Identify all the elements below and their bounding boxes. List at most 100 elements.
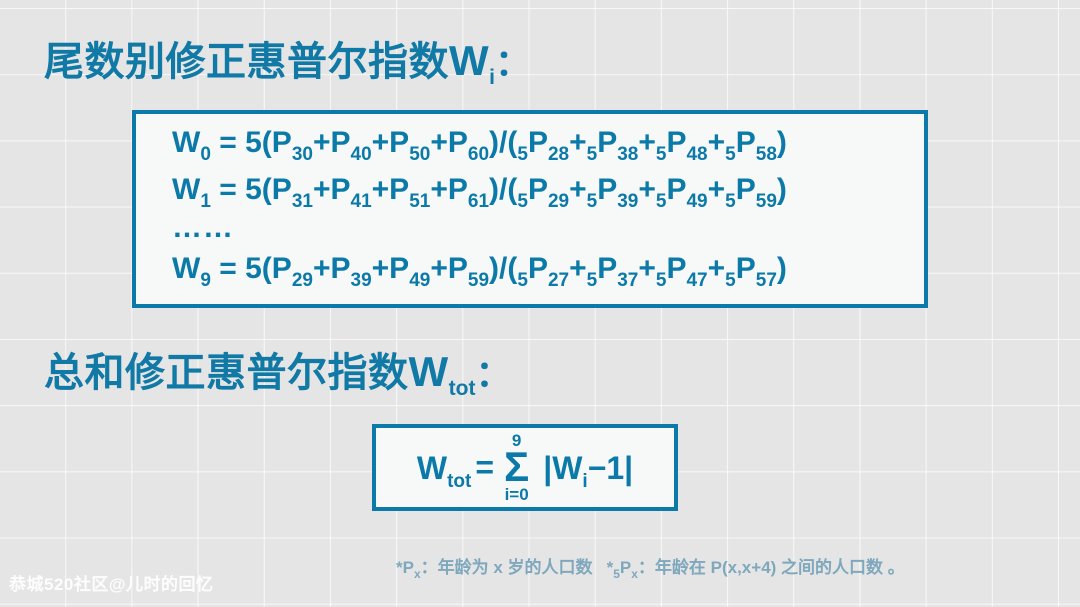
formula-0-num-3-sub: 50 — [409, 144, 431, 165]
formula-1-slash: / — [499, 173, 508, 206]
formula-0-num-4-sub: 60 — [467, 144, 490, 165]
formula-2-lhs: W — [172, 252, 201, 285]
formula-0-num-2-sub: 40 — [350, 144, 372, 165]
formula-0-num-1-sub: 30 — [291, 144, 313, 165]
formula-0-den-4-pre: 5 — [725, 144, 736, 165]
formula-2-den-1-sub: 27 — [547, 270, 570, 291]
formula-1-eq: = — [210, 173, 246, 206]
footnote-term-2-sub: x — [631, 567, 638, 581]
sum-formula: Wtot= 9 Σ i=0 |Wi−1| — [376, 428, 674, 507]
formula-1-plus-a: + — [312, 173, 331, 206]
sum-body-open: |W — [543, 449, 583, 486]
formula-2-plus-e: + — [638, 252, 656, 285]
formula-0-open-paren: ( — [261, 126, 272, 159]
formula-line-w0: W0 = 5(P30+P40+P50+P60)/(5P28+5P38+5P48+… — [172, 126, 787, 165]
formula-1-den-2-base: P — [597, 173, 618, 206]
formula-2-slash: / — [499, 252, 508, 285]
formula-2-plus-c: + — [430, 252, 448, 285]
formula-1-num-1-base: P — [271, 173, 292, 206]
formula-0-plus-e: + — [638, 126, 656, 159]
formula-2-den-3-base: P — [666, 252, 687, 285]
formula-2-close-paren: ) — [489, 252, 500, 285]
formula-2-den-2-base: P — [597, 252, 618, 285]
sum-formula-box: Wtot= 9 Σ i=0 |Wi−1| — [372, 424, 678, 511]
formula-2-den-2-pre: 5 — [586, 270, 598, 291]
formula-0-plus-b: + — [371, 126, 390, 159]
formula-0-open-paren-2: ( — [507, 126, 518, 159]
formula-0-den-3-base: P — [666, 126, 687, 159]
footnote-term-1-sub: x — [413, 567, 421, 581]
formula-1-plus-d: + — [569, 173, 587, 206]
formula-2-num-3-base: P — [389, 252, 410, 285]
formula-0-plus-f: + — [707, 126, 726, 159]
formula-0-den-2-base: P — [597, 126, 618, 159]
sum-body-sub: i — [582, 470, 588, 492]
formula-0-slash: / — [499, 126, 508, 159]
formula-1-close-paren-2: ) — [776, 173, 787, 206]
formula-0-den-4-base: P — [735, 126, 756, 159]
formula-1-den-1-base: P — [527, 173, 548, 206]
formula-2-den-3-sub: 47 — [686, 270, 708, 291]
footnote: *Px：年龄为 x 岁的人口数*5Px：年龄在 P(x,x+4) 之间的人口数 … — [396, 558, 905, 580]
formula-2-coefficient: 5 — [245, 252, 262, 285]
main-formula-box: W0 = 5(P30+P40+P50+P60)/(5P28+5P38+5P48+… — [132, 110, 928, 308]
formula-2-num-2-base: P — [330, 252, 351, 285]
formula-1-den-4-sub: 59 — [755, 191, 777, 212]
formula-2-num-3-sub: 49 — [409, 270, 431, 291]
footnote-text-2: ：年龄在 P(x,x+4) 之间的人口数 。 — [637, 558, 905, 577]
formula-0-den-2-sub: 38 — [617, 144, 639, 165]
formula-1-plus-c: + — [430, 173, 448, 206]
formula-1-coefficient: 5 — [245, 173, 262, 206]
formula-1-num-1-sub: 31 — [291, 191, 313, 212]
heading-2-subscript: tot — [448, 377, 476, 400]
formula-0-lhs-sub: 0 — [200, 144, 211, 165]
formula-1-den-3-pre: 5 — [655, 191, 667, 212]
formula-2-den-1-base: P — [527, 252, 548, 285]
footnote-text-1: ：年龄为 x 岁的人口数 — [420, 558, 593, 577]
footnote-term-1-base: P — [402, 558, 414, 577]
formula-2-lhs-sub: 9 — [200, 270, 211, 291]
formula-2-num-1-sub: 29 — [291, 270, 313, 291]
formula-0-plus-d: + — [569, 126, 587, 159]
heading-1-variable: W — [449, 37, 490, 84]
sum-upper-limit: 9 — [511, 430, 522, 450]
formula-0-den-2-pre: 5 — [586, 144, 598, 165]
heading-2-variable: W — [408, 348, 449, 395]
formula-2-plus-b: + — [371, 252, 390, 285]
formula-2-den-1-pre: 5 — [517, 270, 528, 291]
formula-1-close-paren: ) — [489, 173, 500, 206]
formula-1-open-paren: ( — [261, 173, 272, 206]
formula-0-den-1-pre: 5 — [517, 144, 528, 165]
heading-1-subscript: i — [489, 66, 495, 89]
formula-2-eq: = — [210, 252, 246, 285]
formula-0-eq: = — [210, 126, 246, 159]
formula-ellipsis: …… — [172, 211, 234, 244]
formula-1-num-2-sub: 41 — [350, 191, 372, 212]
formula-1-den-3-base: P — [666, 173, 687, 206]
summation-operator: 9 Σ i=0 — [504, 432, 529, 503]
formula-2-close-paren-2: ) — [776, 252, 787, 285]
formula-2-den-4-sub: 57 — [755, 270, 777, 291]
sum-lhs-sub: tot — [447, 470, 472, 492]
formula-line-w1: W1 = 5(P31+P41+P51+P61)/(5P29+5P39+5P49+… — [172, 173, 787, 212]
formula-0-den-3-sub: 48 — [686, 144, 708, 165]
formula-1-den-1-sub: 29 — [547, 191, 570, 212]
formula-0-plus-a: + — [312, 126, 331, 159]
sum-body-close: −1| — [587, 449, 634, 486]
formula-1-num-4-sub: 61 — [467, 191, 490, 212]
sum-equals: = — [475, 449, 495, 485]
formula-0-den-1-base: P — [527, 126, 548, 159]
formula-1-num-2-base: P — [330, 173, 351, 206]
formula-2-plus-a: + — [312, 252, 331, 285]
formula-1-den-4-base: P — [735, 173, 756, 206]
heading-2-colon: ： — [475, 353, 512, 394]
footnote-term-2-base: P — [619, 558, 632, 577]
formula-2-num-4-base: P — [447, 252, 468, 285]
formula-0-num-4-base: P — [447, 126, 468, 159]
watermark: 恭城520社区@儿时的回忆 — [9, 575, 214, 594]
sum-lower-limit: i=0 — [504, 485, 529, 505]
formula-1-den-1-pre: 5 — [517, 191, 528, 212]
formula-0-close-paren: ) — [489, 126, 500, 159]
formula-0-coefficient: 5 — [245, 126, 262, 159]
